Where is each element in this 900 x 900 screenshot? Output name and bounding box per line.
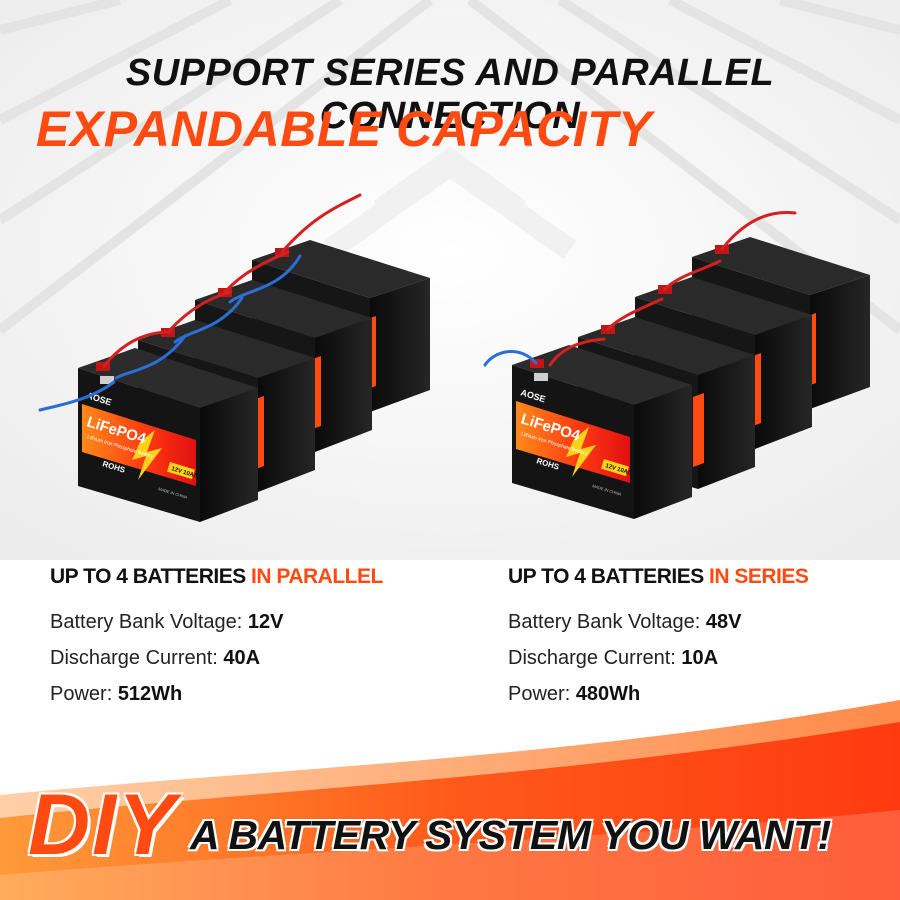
diy-tagline: A BATTERY SYSTEM YOU WANT! <box>190 812 831 858</box>
series-power-value: 480Wh <box>575 683 641 705</box>
parallel-power-label: Power: <box>50 683 118 705</box>
headline-support: SUPPORT SERIES AND PARALLEL CONNECTION <box>125 52 775 137</box>
parallel-specs: UP TO 4 BATTERIES IN PARALLEL Battery Ba… <box>50 565 450 719</box>
parallel-title-highlight: IN PARALLEL <box>251 565 383 588</box>
series-specs: UP TO 4 BATTERIES IN SERIES Battery Bank… <box>508 565 900 719</box>
parallel-wires <box>38 193 362 412</box>
parallel-voltage-label: Battery Bank Voltage: <box>50 611 248 633</box>
parallel-battery-pack: AOSE LiFePO4 Lithium Iron Phosphate Batt… <box>38 193 430 522</box>
series-voltage-label: Battery Bank Voltage: <box>508 611 706 633</box>
parallel-power-value: 512Wh <box>117 683 183 705</box>
parallel-title-prefix: UP TO 4 BATTERIES <box>50 565 252 588</box>
parallel-current-value: 40A <box>223 647 261 669</box>
series-current-label: Discharge Current: <box>508 647 682 669</box>
series-current: Discharge Current: 10A <box>508 647 900 674</box>
series-wires <box>483 210 797 367</box>
parallel-power: Power: 512Wh <box>50 683 450 710</box>
parallel-current-label: Discharge Current: <box>50 647 224 669</box>
series-power-label: Power: <box>508 683 576 705</box>
parallel-title: UP TO 4 BATTERIES IN PARALLEL <box>50 565 450 589</box>
series-voltage: Battery Bank Voltage: 48V <box>508 611 900 638</box>
diy-banner-background <box>0 700 900 900</box>
parallel-current: Discharge Current: 40A <box>50 647 450 674</box>
series-title-prefix: UP TO 4 BATTERIES <box>508 565 710 588</box>
parallel-voltage-value: 12V <box>247 611 284 633</box>
series-battery-pack: AOSE LiFePO4 Lithium Iron Phosphate Batt… <box>483 210 870 519</box>
series-voltage-value: 48V <box>705 611 742 633</box>
series-title: UP TO 4 BATTERIES IN SERIES <box>508 565 900 589</box>
headline-expandable: EXPANDABLE CAPACITY <box>36 101 653 157</box>
series-title-highlight: IN SERIES <box>709 565 809 588</box>
battery-front <box>78 348 258 522</box>
parallel-voltage: Battery Bank Voltage: 12V <box>50 611 450 638</box>
diy-heading: DIY <box>28 777 178 873</box>
battery-front <box>512 345 692 519</box>
series-current-value: 10A <box>681 647 719 669</box>
series-power: Power: 480Wh <box>508 683 900 710</box>
